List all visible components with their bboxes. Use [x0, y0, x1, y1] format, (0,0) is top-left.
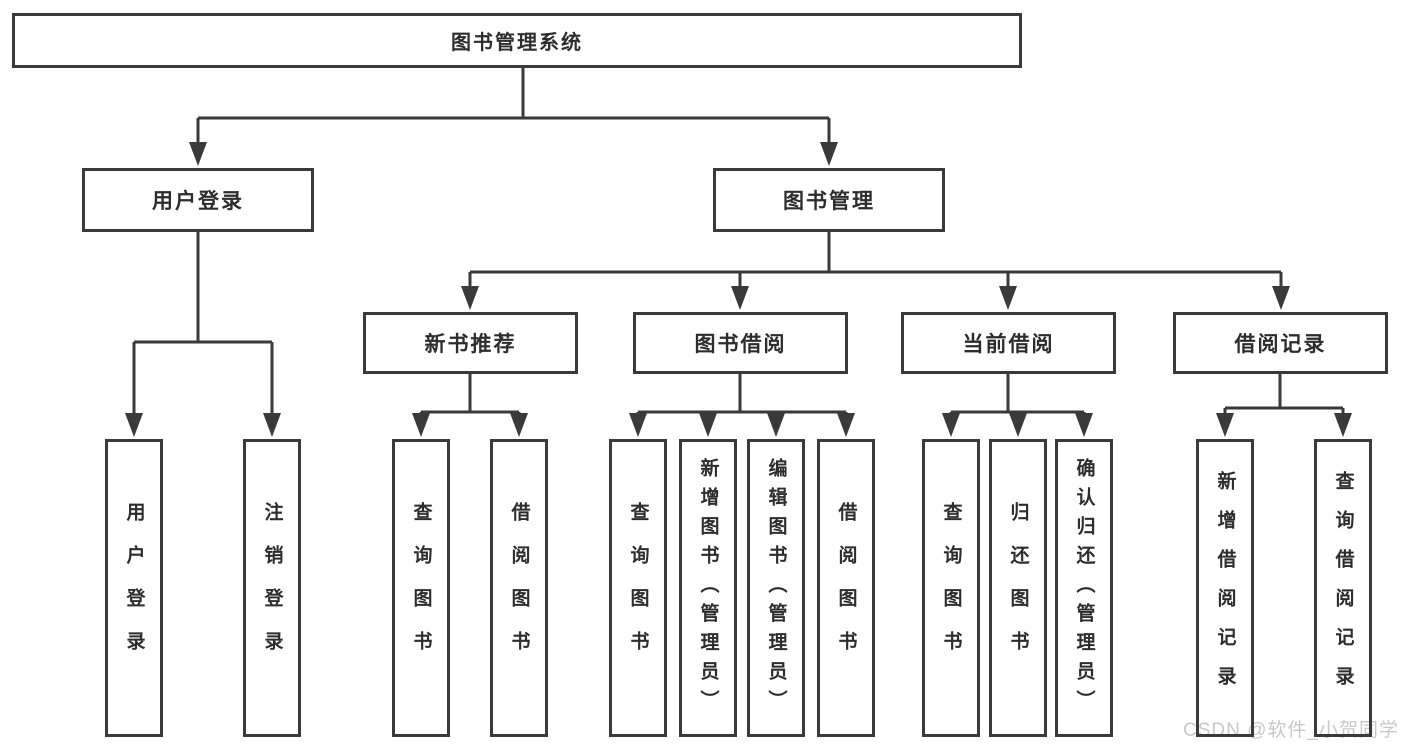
leaf-confirm-return-admin: 确认归还（管理员）	[1055, 439, 1113, 737]
leaf-add-borrow-record: 新增借阅记录	[1196, 439, 1254, 737]
node-user-login: 用户登录	[82, 168, 314, 232]
leaf-label: 查询图书	[627, 502, 649, 674]
leaf-query-borrow-record: 查询借阅记录	[1314, 439, 1372, 737]
leaf-borrow-books: 借阅图书	[817, 439, 875, 737]
leaf-label: 新增图书（管理员）	[697, 457, 719, 719]
arrowheads	[125, 142, 1352, 437]
leaf-label: 借阅图书	[835, 502, 857, 674]
leaf-label: 查询图书	[410, 502, 432, 674]
node-new-book-recommend: 新书推荐	[363, 312, 578, 374]
leaf-label: 借阅图书	[508, 502, 530, 674]
leaf-edit-books-admin: 编辑图书（管理员）	[747, 439, 805, 737]
csdn-watermark: CSDN @软件_小贺同学	[1183, 720, 1399, 741]
leaf-label: 编辑图书（管理员）	[765, 457, 787, 719]
leaf-query-books-current: 查询图书	[922, 439, 980, 737]
node-borrow-records: 借阅记录	[1173, 312, 1388, 374]
leaf-label: 查询图书	[940, 502, 962, 674]
leaf-query-books-borrowing: 查询图书	[609, 439, 667, 737]
node-root-library-system: 图书管理系统	[12, 13, 1022, 68]
node-book-borrowing: 图书借阅	[633, 312, 848, 374]
leaf-borrow-books-recommend: 借阅图书	[490, 439, 548, 737]
leaf-logout: 注销登录	[243, 439, 301, 737]
leaf-label: 确认归还（管理员）	[1073, 457, 1095, 719]
leaf-query-books-recommend: 查询图书	[392, 439, 450, 737]
leaf-label: 新增借阅记录	[1214, 471, 1236, 705]
leaf-user-login: 用户登录	[105, 439, 163, 737]
leaf-label: 用户登录	[123, 502, 145, 674]
leaf-add-books-admin: 新增图书（管理员）	[679, 439, 737, 737]
node-book-management: 图书管理	[713, 168, 945, 232]
leaf-label: 注销登录	[261, 502, 283, 674]
leaf-label: 查询借阅记录	[1332, 471, 1354, 705]
node-current-borrowing: 当前借阅	[901, 312, 1116, 374]
leaf-return-books: 归还图书	[989, 439, 1047, 737]
leaf-label: 归还图书	[1007, 502, 1029, 674]
